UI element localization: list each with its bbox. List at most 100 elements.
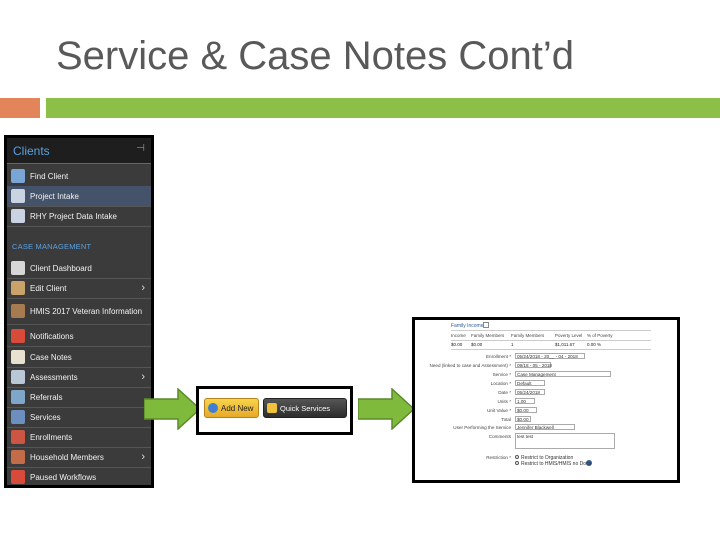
restriction-label: Restriction * xyxy=(486,455,511,460)
field-label-date: Date * xyxy=(498,390,511,395)
menu-item-label: Edit Client xyxy=(30,283,67,293)
menu-item-services[interactable]: Services xyxy=(7,407,151,427)
help-icon[interactable] xyxy=(586,460,592,466)
menu-item-client-dashboard[interactable]: Client Dashboard xyxy=(7,258,151,278)
menu-item-label: Paused Workflows xyxy=(30,472,97,482)
arrow-right-icon xyxy=(358,388,416,430)
action-buttons-panel: Add New Quick Services xyxy=(196,386,353,435)
intake-icon xyxy=(11,209,25,223)
menu-item-paused-workflows[interactable]: Paused Workflows xyxy=(7,467,151,485)
field-enrollment[interactable]: 05/24/2018 - 20__ - 04 - 2018 xyxy=(515,353,585,359)
quick-services-icon xyxy=(267,403,277,413)
restriction-option-label: Restrict to HMIS/HMIS no Docs xyxy=(521,461,592,467)
menu-item-label: Referrals xyxy=(30,392,63,402)
quick-services-button[interactable]: Quick Services xyxy=(263,398,347,418)
radio-icon[interactable] xyxy=(515,455,519,459)
income-table-header: Poverty Level xyxy=(555,333,583,338)
menu-item-enrollments[interactable]: Enrollments xyxy=(7,427,151,447)
menu-item-label: Client Dashboard xyxy=(30,263,92,273)
field-label-enrollment: Enrollment * xyxy=(485,354,511,359)
field-label-unit-value: Unit Value * xyxy=(487,408,511,413)
accent-bar-orange xyxy=(0,98,40,118)
section-case-management: CASE MANAGEMENT xyxy=(12,242,92,251)
menu-item-label: Assessments xyxy=(30,372,78,382)
field-comments[interactable]: test test xyxy=(515,433,615,449)
service-form-panel: Family Income Income Family Members Family… xyxy=(412,317,680,483)
service-form: Family Income Income Family Members Family… xyxy=(415,320,677,480)
paused-icon xyxy=(11,470,25,484)
restriction-option[interactable]: Restrict to Organization xyxy=(515,455,573,461)
menu-item-label: Services xyxy=(30,412,61,422)
income-table-cell: 0.00 % xyxy=(587,342,602,347)
family-income-label: Family Income xyxy=(451,323,484,329)
field-total[interactable]: $0.00 xyxy=(515,416,531,422)
intake-icon xyxy=(11,189,25,203)
menu-item-label: RHY Project Data Intake xyxy=(30,211,118,221)
income-table-cell: $0.00 xyxy=(471,342,483,347)
menu-item-label: Case Notes xyxy=(30,352,72,362)
assessments-icon xyxy=(11,370,25,384)
menu-item-case-notes[interactable]: Case Notes xyxy=(7,347,151,367)
slide-title: Service & Case Notes Cont’d xyxy=(56,34,575,78)
field-label-comments: Comments xyxy=(488,434,511,439)
enrollments-icon xyxy=(11,430,25,444)
chevron-right-icon[interactable]: › xyxy=(141,451,145,463)
field-unit-value[interactable]: $0.00 xyxy=(515,407,537,413)
add-new-label: Add New xyxy=(221,403,254,413)
field-label-user-performing-the-service: User Performing the Service xyxy=(453,425,511,430)
chevron-right-icon[interactable]: › xyxy=(141,371,145,383)
menu-item-household-members[interactable]: Household Members › xyxy=(7,447,151,467)
quick-services-label: Quick Services xyxy=(280,403,331,413)
income-table-header: % of Poverty xyxy=(587,333,613,338)
field-units[interactable]: 1.00 xyxy=(515,398,535,404)
menu-item-project-intake[interactable]: Project Intake xyxy=(7,186,151,206)
services-icon xyxy=(11,410,25,424)
field-label-units: Units * xyxy=(497,399,511,404)
field-need-linked-to-case-and-assessment[interactable]: 09/18 - 05 - 2018 xyxy=(515,362,552,368)
field-location[interactable]: Default xyxy=(515,380,545,386)
income-table-cell: $1,011.67 xyxy=(555,342,575,347)
restriction-option[interactable]: Restrict to HMIS/HMIS no Docs xyxy=(515,461,591,467)
add-new-button[interactable]: Add New xyxy=(204,398,259,418)
menu-item-referrals[interactable]: Referrals xyxy=(7,387,151,407)
notifications-icon xyxy=(11,329,25,343)
menu-item-rhy-project-data-intake[interactable]: RHY Project Data Intake xyxy=(7,206,151,226)
add-icon xyxy=(208,403,218,413)
menu-item-edit-client[interactable]: Edit Client › xyxy=(7,278,151,298)
menu-item-label: Project Intake xyxy=(30,191,79,201)
income-table-header: Family Members xyxy=(511,333,545,338)
pin-icon[interactable]: ⊣ xyxy=(136,143,145,154)
info-icon xyxy=(483,322,489,328)
menu-item-notifications[interactable]: Notifications xyxy=(7,326,151,346)
arrow-right-icon xyxy=(144,388,202,430)
radio-icon[interactable] xyxy=(515,461,519,465)
field-service[interactable]: Case Management xyxy=(515,371,611,377)
referrals-icon xyxy=(11,390,25,404)
field-label-need-linked-to-case-and-assessment: Need (linked to case and Assessment) * xyxy=(429,363,511,368)
menu-item-assessments[interactable]: Assessments › xyxy=(7,367,151,387)
menu-header-label: Clients xyxy=(13,144,50,158)
menu-item-find-client[interactable]: Find Client xyxy=(7,166,151,186)
field-user-performing-the-service[interactable]: Jennifer Blackwell xyxy=(515,424,575,430)
field-label-service: Service * xyxy=(492,372,511,377)
accent-bar-green xyxy=(46,98,720,118)
case-notes-icon xyxy=(11,350,25,364)
income-table-cell: 1 xyxy=(511,342,514,347)
field-label-location: Location * xyxy=(490,381,511,386)
income-table-header: Income xyxy=(451,333,466,338)
menu-item-label: HMIS 2017 Veteran Information xyxy=(30,306,143,316)
edit-client-icon xyxy=(11,281,25,295)
menu-header: Clients ⊣ xyxy=(7,138,151,164)
income-table-header: Family Members xyxy=(471,333,505,338)
menu-item-label: Household Members xyxy=(30,452,104,462)
restriction-option-label: Restrict to Organization xyxy=(521,455,574,461)
field-date[interactable]: 05/24/2018 xyxy=(515,389,545,395)
household-icon xyxy=(11,450,25,464)
chevron-right-icon[interactable]: › xyxy=(141,282,145,294)
menu-item-label: Find Client xyxy=(30,171,69,181)
menu-item-hmis-2017-veteran-information[interactable]: HMIS 2017 Veteran Information xyxy=(7,298,151,324)
menu-item-label: Notifications xyxy=(30,331,74,341)
